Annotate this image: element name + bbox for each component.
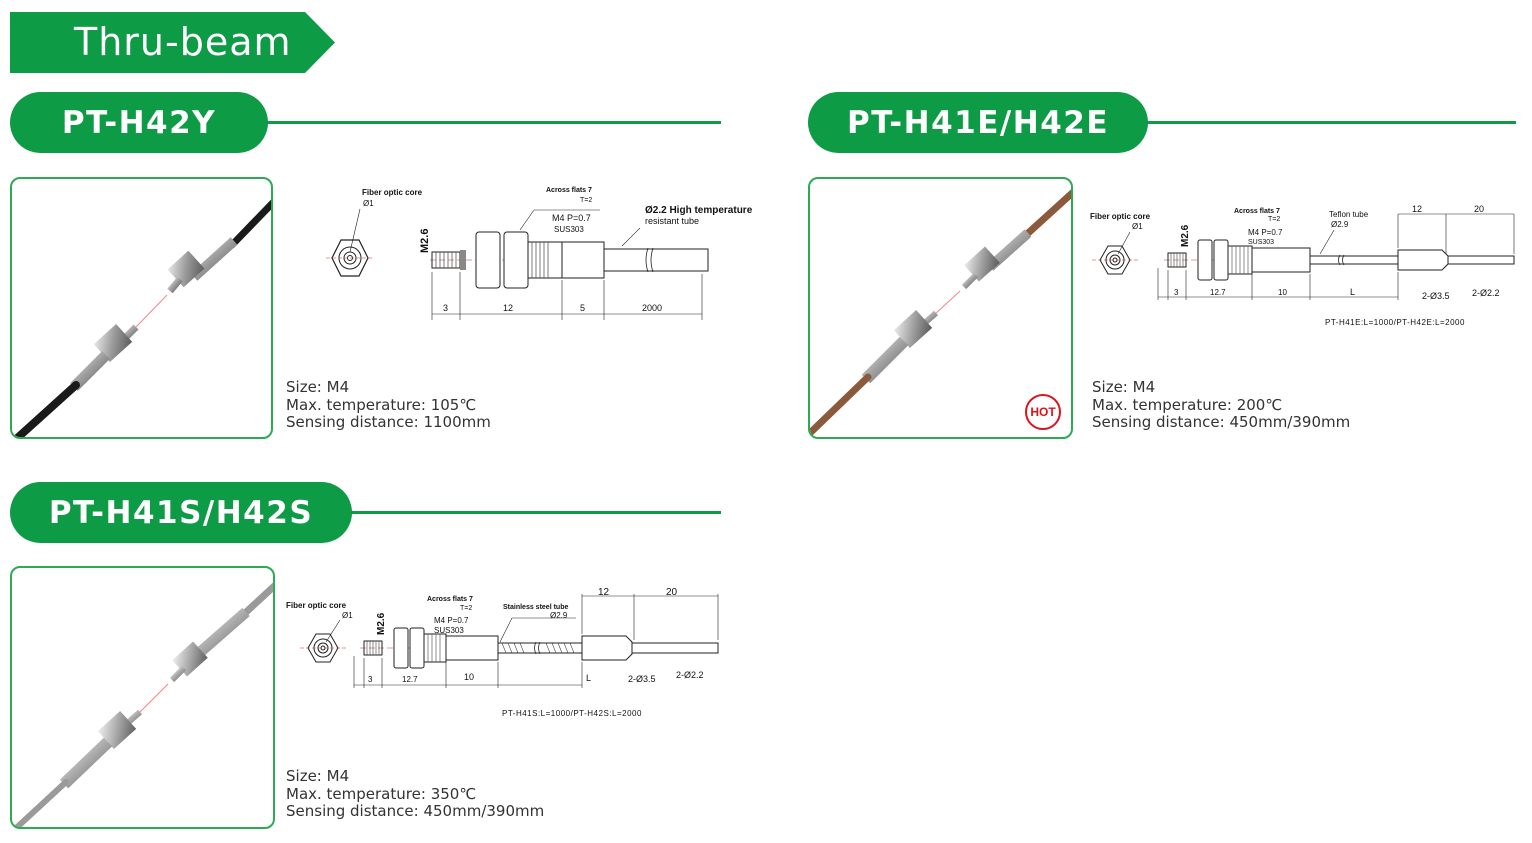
core-label: Fiber optic core bbox=[286, 601, 347, 610]
material-label: SUS303 bbox=[434, 626, 464, 635]
heading-rule bbox=[262, 121, 721, 124]
dim-2: 12.7 bbox=[402, 675, 418, 684]
material-label: SUS303 bbox=[1248, 239, 1274, 246]
dim-3: 10 bbox=[1278, 288, 1287, 297]
tube-label-2: Ø2.9 bbox=[550, 611, 568, 620]
across-flats: Across flats 7 bbox=[1234, 208, 1280, 215]
nut-1 bbox=[475, 231, 501, 289]
m-label: M2.6 bbox=[1180, 224, 1191, 247]
tube-label-2: Ø2.9 bbox=[1331, 220, 1349, 229]
dim-2: 12.7 bbox=[1210, 288, 1226, 297]
dia-b: 2-Ø2.2 bbox=[676, 670, 704, 680]
ferrule bbox=[561, 241, 605, 279]
nut-2 bbox=[503, 231, 529, 289]
spec-list-pt-h41e-h42e: Size: M4 Max. temperature: 200℃ Sensing … bbox=[1092, 378, 1351, 432]
core-dia: Ø1 bbox=[1132, 222, 1143, 231]
section-title: Thru-beam bbox=[74, 20, 292, 64]
spec-sensing-distance: Sensing distance: 450mm/390mm bbox=[286, 802, 545, 820]
length-note: PT-H41E:L=1000/PT-H42E:L=2000 bbox=[1325, 318, 1465, 327]
sensor-illustration bbox=[12, 199, 271, 437]
dim-3: 5 bbox=[580, 303, 585, 313]
across-flats: Across flats 7 bbox=[546, 187, 592, 194]
dim-1: 3 bbox=[1174, 288, 1179, 297]
spec-max-temperature: Max. temperature: 105℃ bbox=[286, 395, 477, 414]
core-label: Fiber optic core bbox=[1090, 212, 1151, 221]
tube-label-1: Ø2.2 High temperature bbox=[645, 205, 753, 216]
heading-rule bbox=[1140, 121, 1516, 124]
t-label: T=2 bbox=[580, 197, 592, 204]
m-label: M2.6 bbox=[419, 229, 431, 253]
dim-2: 12 bbox=[503, 303, 513, 313]
spec-max-temperature: Max. temperature: 350℃ bbox=[286, 784, 477, 803]
spec-max-temperature: Max. temperature: 200℃ bbox=[1092, 395, 1283, 414]
dim-4: L bbox=[1350, 287, 1355, 297]
spec-sensing-distance: Sensing distance: 1100mm bbox=[286, 413, 491, 431]
spec-sensing-distance: Sensing distance: 450mm/390mm bbox=[1092, 413, 1351, 431]
spec-size: Size: M4 bbox=[286, 767, 350, 785]
product-photo-pt-h41e-h42e bbox=[808, 177, 1073, 439]
dimension-drawing-pt-h41e-h42e: Fiber optic core Ø1 M2.6 Across flats 7 … bbox=[1090, 204, 1515, 327]
spec-list-pt-h41s-h42s: Size: M4 Max. temperature: 350℃ Sensing … bbox=[286, 767, 545, 821]
dim-1: 3 bbox=[443, 303, 448, 313]
thread-label: M4 P=0.7 bbox=[434, 616, 469, 625]
dim-4: 2000 bbox=[642, 303, 662, 313]
across-flats: Across flats 7 bbox=[427, 596, 473, 603]
material-label: SUS303 bbox=[554, 225, 584, 234]
thread-label: M4 P=0.7 bbox=[1248, 228, 1283, 237]
top-dim-1: 12 bbox=[598, 587, 610, 598]
product-photo-pt-h42y bbox=[10, 177, 273, 439]
dim-3: 10 bbox=[464, 672, 474, 682]
model-pill-pt-h42y: PT-H42Y bbox=[10, 92, 268, 153]
tube bbox=[603, 248, 709, 272]
dimension-drawing-pt-h41s-h42s: Fiber optic core Ø1 M2.6 Across flats 7 … bbox=[286, 587, 719, 718]
top-dim-2: 20 bbox=[1474, 204, 1484, 214]
section-banner: Thru-beam bbox=[10, 12, 335, 73]
core-label: Fiber optic core bbox=[362, 188, 423, 197]
model-pill-pt-h41s-h42s: PT-H41S/H42S bbox=[10, 482, 352, 543]
thread-label: M4 P=0.7 bbox=[552, 213, 591, 223]
dim-1: 3 bbox=[368, 675, 373, 684]
dimension-drawing-pt-h42y: Fiber optic core Ø1 M2.6 Across flats 7 … bbox=[326, 187, 753, 320]
core-dia: Ø1 bbox=[363, 199, 374, 208]
dia-a: 2-Ø3.5 bbox=[1422, 291, 1450, 301]
dia-b: 2-Ø2.2 bbox=[1472, 288, 1500, 298]
t-label: T=2 bbox=[1268, 216, 1280, 223]
hot-badge: HOT bbox=[1025, 394, 1061, 430]
spec-size: Size: M4 bbox=[1092, 378, 1156, 396]
dia-a: 2-Ø3.5 bbox=[628, 674, 656, 684]
top-dim-1: 12 bbox=[1412, 204, 1422, 214]
top-dim-2: 20 bbox=[666, 587, 678, 598]
sensor-illustration bbox=[12, 582, 273, 827]
spec-list-pt-h42y: Size: M4 Max. temperature: 105℃ Sensing … bbox=[286, 378, 491, 432]
tube-label-1: Teflon tube bbox=[1329, 210, 1369, 219]
sensor-illustration bbox=[810, 189, 1071, 437]
heading-rule bbox=[344, 511, 721, 514]
t-label: T=2 bbox=[460, 605, 472, 612]
body-sleeve bbox=[527, 241, 563, 279]
spec-size: Size: M4 bbox=[286, 378, 350, 396]
product-photo-pt-h41s-h42s bbox=[10, 566, 275, 829]
tube-label-1: Stainless steel tube bbox=[503, 604, 568, 611]
core-dia: Ø1 bbox=[342, 611, 353, 620]
length-note: PT-H41S:L=1000/PT-H42S:L=2000 bbox=[502, 709, 642, 718]
m-label: M2.6 bbox=[376, 612, 387, 635]
banner-arrow-shape bbox=[10, 12, 335, 73]
model-pill-pt-h41e-h42e: PT-H41E/H42E bbox=[808, 92, 1148, 153]
tube-label-2: resistant tube bbox=[645, 216, 699, 226]
dim-4: L bbox=[586, 673, 591, 683]
